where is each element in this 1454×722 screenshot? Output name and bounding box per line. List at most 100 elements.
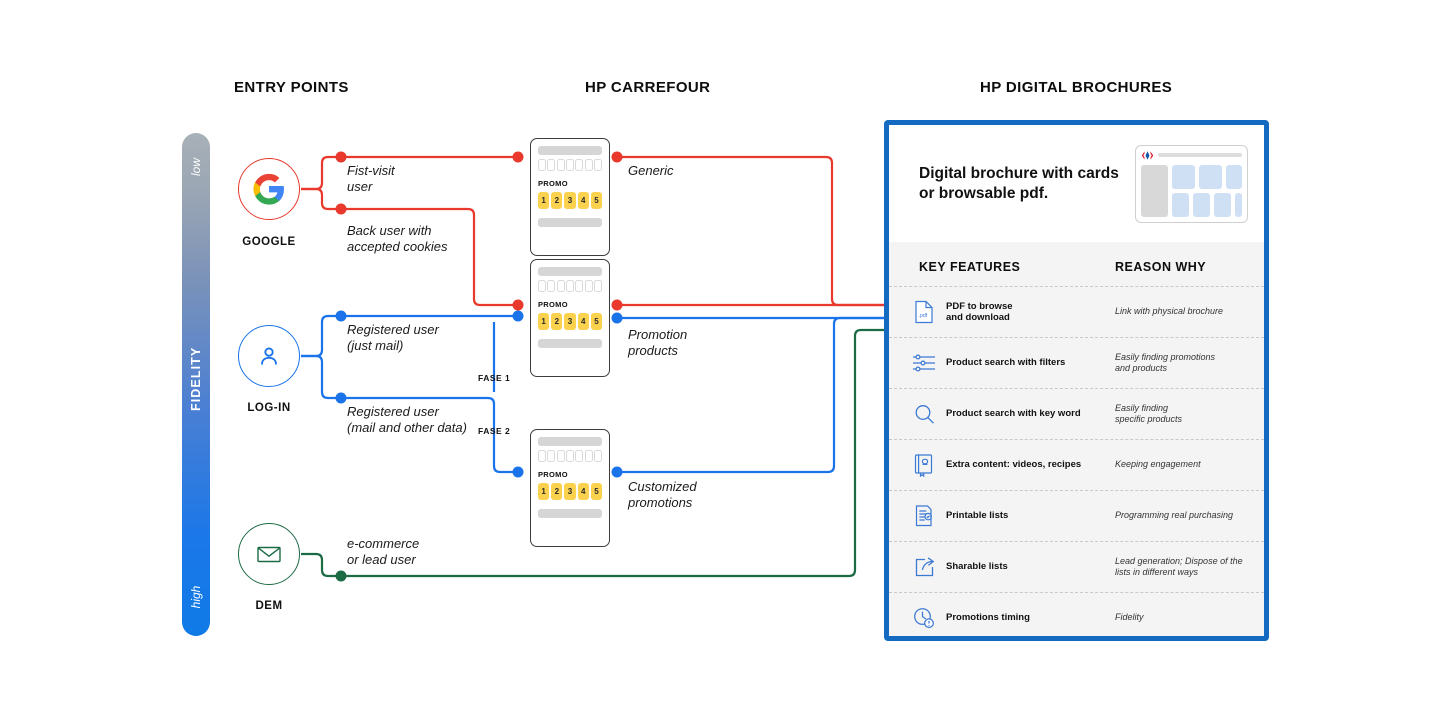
envelope-mail-icon xyxy=(253,538,285,570)
feature-reason: Fidelity xyxy=(1115,612,1144,623)
thumbnail-cell xyxy=(1214,192,1231,217)
table-header-row: KEY FEATURES REASON WHY xyxy=(889,242,1264,286)
feature-reason: Lead generation; Dispose of the lists in… xyxy=(1115,555,1243,578)
promo-number-row: 1 2 3 4 5 xyxy=(538,483,603,500)
phase-label-fase-2: FASE 2 xyxy=(478,426,511,436)
entry-label-dem: DEM xyxy=(255,600,283,612)
feature-reason: Easily finding promotions and products xyxy=(1115,351,1216,374)
table-row[interactable]: Product search with filters Easily findi… xyxy=(889,337,1264,388)
thumbnail-cell xyxy=(1199,164,1222,189)
carrefour-logo-icon xyxy=(1141,150,1154,160)
promo-number: 4 xyxy=(577,192,589,209)
flow-label-back-user: Back user with accepted cookies xyxy=(347,223,448,254)
filter-sliders-icon xyxy=(911,350,937,376)
google-logo-icon xyxy=(252,172,286,206)
table-row[interactable]: Sharable lists Lead generation; Dispose … xyxy=(889,541,1264,592)
promo-number: 2 xyxy=(551,483,563,500)
card-title-placeholder xyxy=(538,146,602,155)
fidelity-axis-bar xyxy=(182,133,210,636)
promo-number: 1 xyxy=(538,313,550,330)
column-header-hp-digital-brochures: HP DIGITAL BROCHURES xyxy=(980,79,1173,96)
table-header-reason-why: REASON WHY xyxy=(1115,260,1207,274)
promo-number: 2 xyxy=(551,313,563,330)
flow-label-registered-just-mail: Registered user (just mail) xyxy=(347,322,439,353)
thumbnail-cell xyxy=(1235,192,1242,217)
share-arrow-icon xyxy=(911,554,937,580)
svg-text:.pdf: .pdf xyxy=(919,313,928,319)
thumbnail-hero-cell xyxy=(1141,164,1168,217)
panel-headline: Digital brochure with cards or browsable… xyxy=(919,164,1119,202)
user-person-icon xyxy=(256,343,282,369)
promo-number: 3 xyxy=(564,313,576,330)
thumbnail-cells xyxy=(1172,164,1242,217)
table-row[interactable]: Promotions timing Fidelity xyxy=(889,592,1264,636)
thumbnail-grid xyxy=(1141,164,1242,217)
book-recipe-icon xyxy=(911,452,937,478)
clock-timing-icon xyxy=(911,605,937,631)
promo-number-row: 1 2 3 4 5 xyxy=(538,313,603,330)
feature-name: Sharable lists xyxy=(946,561,1008,573)
card-title-placeholder xyxy=(538,267,602,276)
brochure-thumbnail[interactable] xyxy=(1135,144,1248,223)
promo-card-promotion-products[interactable]: PROMO 1 2 3 4 5 xyxy=(530,259,610,377)
entry-label-google: GOOGLE xyxy=(242,236,296,248)
feature-reason: Programming real purchasing xyxy=(1115,510,1234,521)
promo-number: 4 xyxy=(577,483,589,500)
promo-number: 1 xyxy=(538,192,550,209)
table-row[interactable]: Product search with key word Easily find… xyxy=(889,388,1264,439)
card-chip-row xyxy=(538,280,603,292)
phase-label-fase-1: FASE 1 xyxy=(478,373,511,383)
card-footer-placeholder xyxy=(538,339,602,348)
printable-list-icon xyxy=(911,503,937,529)
promo-number: 4 xyxy=(577,313,589,330)
entry-node-dem[interactable] xyxy=(238,523,300,585)
flow-label-first-visit: Fist-visit user xyxy=(347,163,395,194)
fidelity-label-low: low xyxy=(189,158,203,177)
feature-name: Printable lists xyxy=(946,510,1009,522)
entry-node-login[interactable] xyxy=(238,325,300,387)
entry-node-google[interactable] xyxy=(238,158,300,220)
card-title-placeholder xyxy=(538,437,602,446)
feature-reason: Link with physical brochure xyxy=(1115,306,1224,317)
promo-card-customized-promotions[interactable]: PROMO 1 2 3 4 5 xyxy=(530,429,610,547)
card-footer-placeholder xyxy=(538,509,602,518)
card-chip-row xyxy=(538,159,603,171)
entry-label-login: LOG-IN xyxy=(247,402,291,414)
flow-label-registered-other-data: Registered user (mail and other data) xyxy=(347,404,467,435)
thumbnail-cell xyxy=(1172,164,1195,189)
thumbnail-cell xyxy=(1172,192,1189,217)
promo-number-row: 1 2 3 4 5 xyxy=(538,192,603,209)
column-header-hp-carrefour: HP CARREFOUR xyxy=(585,79,711,96)
feature-reason: Easily finding specific products xyxy=(1115,402,1183,425)
card-footer-placeholder xyxy=(538,218,602,227)
thumbnail-cell xyxy=(1226,164,1242,189)
table-row[interactable]: Extra content: videos, recipes Keeping e… xyxy=(889,439,1264,490)
promo-output-label-generic: Generic xyxy=(628,163,674,178)
promo-number: 5 xyxy=(590,313,603,330)
table-row[interactable]: .pdf PDF to browse and download Link wit… xyxy=(889,286,1264,337)
feature-name: PDF to browse and download xyxy=(946,300,1013,324)
promo-heading: PROMO xyxy=(538,300,568,309)
hp-digital-brochures-panel: Digital brochure with cards or browsable… xyxy=(884,120,1269,641)
promo-number: 3 xyxy=(564,483,576,500)
feature-reason: Keeping engagement xyxy=(1115,459,1201,470)
table-row[interactable]: Printable lists Programming real purchas… xyxy=(889,490,1264,541)
pdf-file-icon: .pdf xyxy=(911,299,937,325)
table-header-key-features: KEY FEATURES xyxy=(919,260,1021,274)
feature-name: Extra content: videos, recipes xyxy=(946,459,1082,471)
promo-number: 3 xyxy=(564,192,576,209)
column-header-entry-points: ENTRY POINTS xyxy=(234,79,349,96)
key-features-table: KEY FEATURES REASON WHY .pdf PDF to brow… xyxy=(889,242,1264,636)
flow-label-ecommerce-lead: e-commerce or lead user xyxy=(347,536,420,567)
thumbnail-title-placeholder xyxy=(1158,153,1242,157)
promo-output-label-promotion-products: Promotion products xyxy=(628,327,688,358)
promo-card-generic[interactable]: PROMO 1 2 3 4 5 xyxy=(530,138,610,256)
promo-heading: PROMO xyxy=(538,179,568,188)
promo-heading: PROMO xyxy=(538,470,568,479)
thumbnail-cell xyxy=(1193,192,1210,217)
panel-hero: Digital brochure with cards or browsable… xyxy=(889,125,1264,242)
thumbnail-header xyxy=(1141,150,1242,160)
promo-number: 2 xyxy=(551,192,563,209)
promo-number: 5 xyxy=(590,192,603,209)
